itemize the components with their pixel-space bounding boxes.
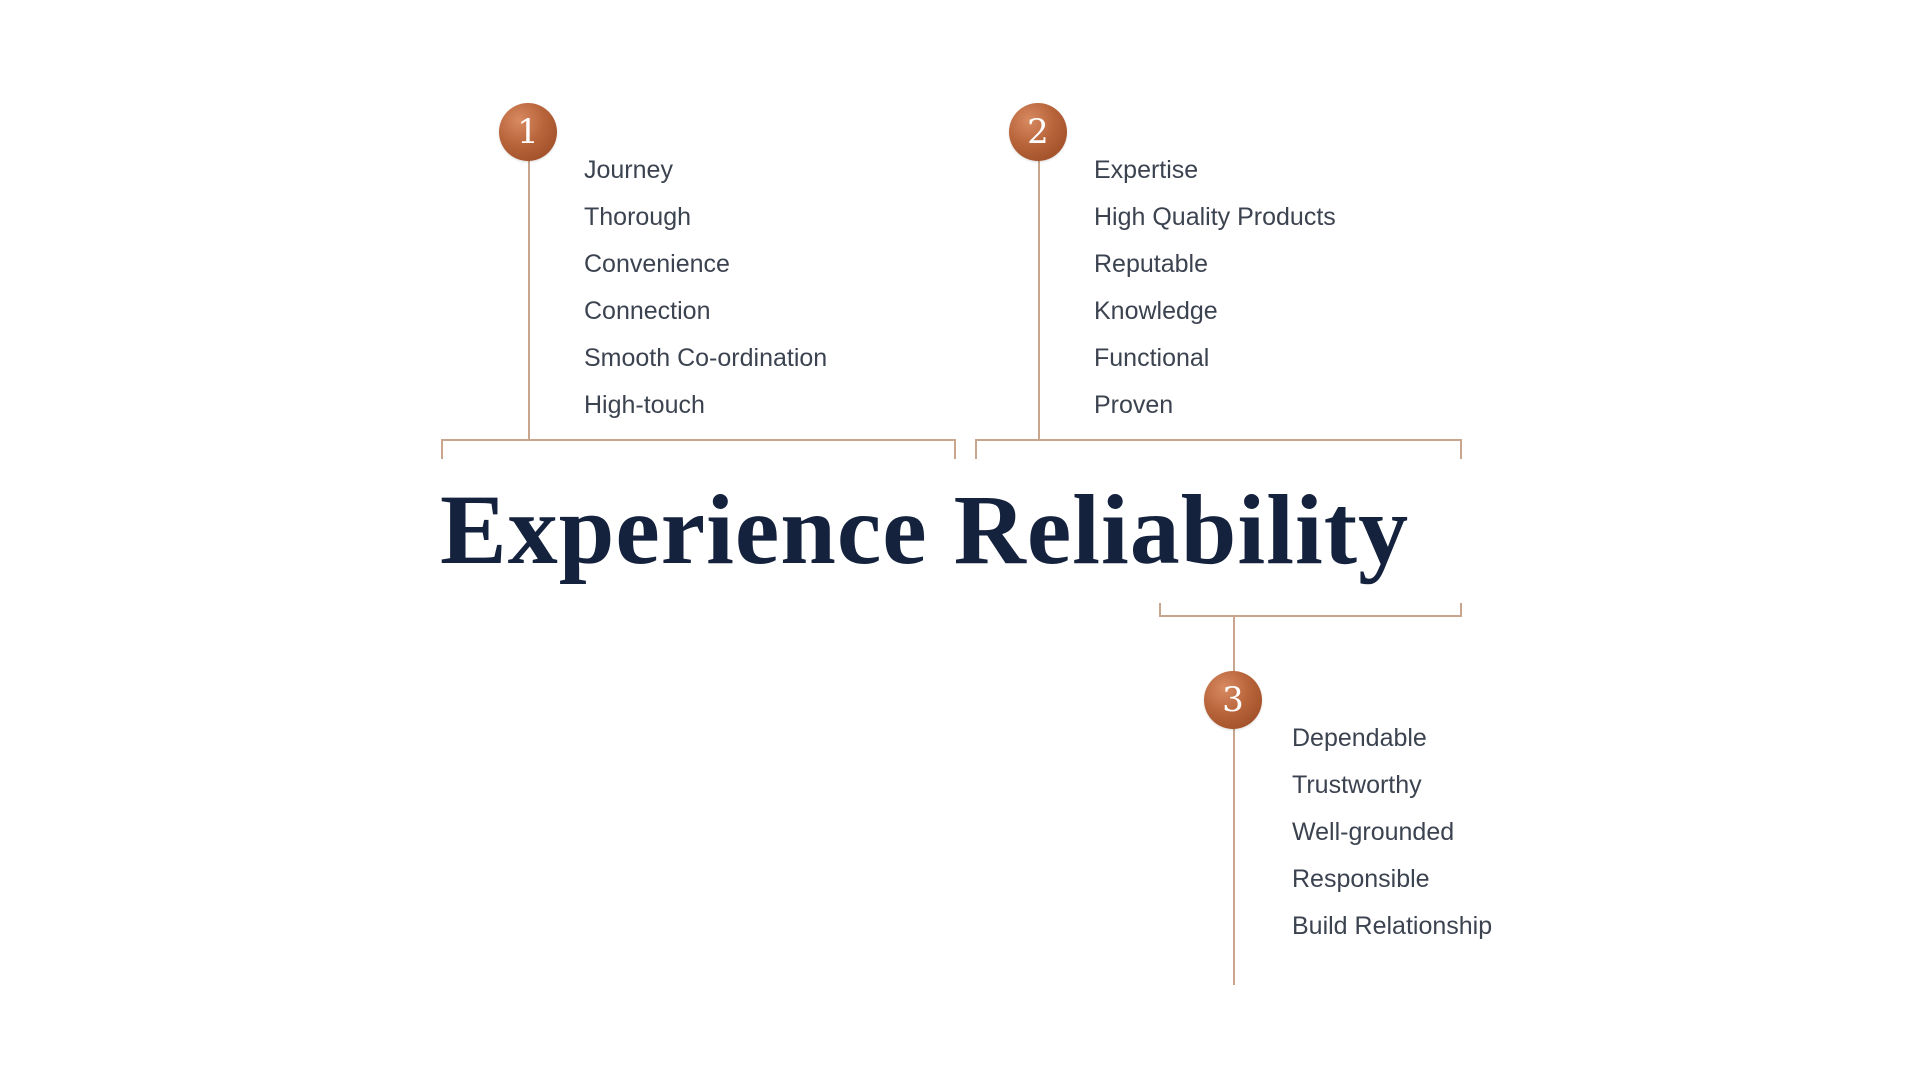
diagram-title: Experience Reliability: [440, 474, 1410, 585]
group-2-bracket-right: [1460, 439, 1462, 459]
list-item: Well-grounded: [1292, 818, 1455, 846]
group-1-list: Journey Thorough Convenience Connection …: [584, 147, 827, 429]
group-1-bracket-top: [441, 439, 956, 441]
group-3-bracket-bottom: [1159, 615, 1462, 617]
list-item: Smooth Co-ordination: [584, 344, 828, 372]
list-item: High-touch: [584, 391, 705, 419]
list-item: Functional: [1094, 344, 1210, 372]
list-item: Build Relationship: [1292, 912, 1493, 940]
group-1-number-badge: 1: [499, 103, 557, 161]
group-1-vertical-line: [528, 160, 530, 440]
group-3-vertical-line: [1233, 615, 1235, 985]
list-item: Connection: [584, 297, 711, 325]
list-item: Dependable: [1292, 724, 1427, 752]
group-3-bracket-left: [1159, 603, 1161, 617]
list-item: Trustworthy: [1292, 771, 1422, 799]
group-1-bracket-left: [441, 439, 443, 459]
group-3-number-badge: 3: [1204, 671, 1262, 729]
group-1-bracket-right: [954, 439, 956, 459]
group-2-number-badge: 2: [1009, 103, 1067, 161]
list-item: Knowledge: [1094, 297, 1218, 325]
list-item: Proven: [1094, 391, 1174, 419]
list-item: Responsible: [1292, 865, 1430, 893]
list-item: Convenience: [584, 250, 730, 278]
list-item: High Quality Products: [1094, 203, 1336, 231]
group-2-bracket-left: [975, 439, 977, 459]
list-item: Thorough: [584, 203, 692, 231]
list-item: Journey: [584, 156, 673, 184]
list-item: Expertise: [1094, 156, 1199, 184]
group-2-vertical-line: [1038, 160, 1040, 440]
group-2-list: Expertise High Quality Products Reputabl…: [1094, 147, 1336, 429]
group-2-bracket-top: [975, 439, 1462, 441]
group-3-bracket-right: [1460, 603, 1462, 617]
group-3-list: Dependable Trustworthy Well-grounded Res…: [1292, 715, 1492, 950]
list-item: Reputable: [1094, 250, 1208, 278]
